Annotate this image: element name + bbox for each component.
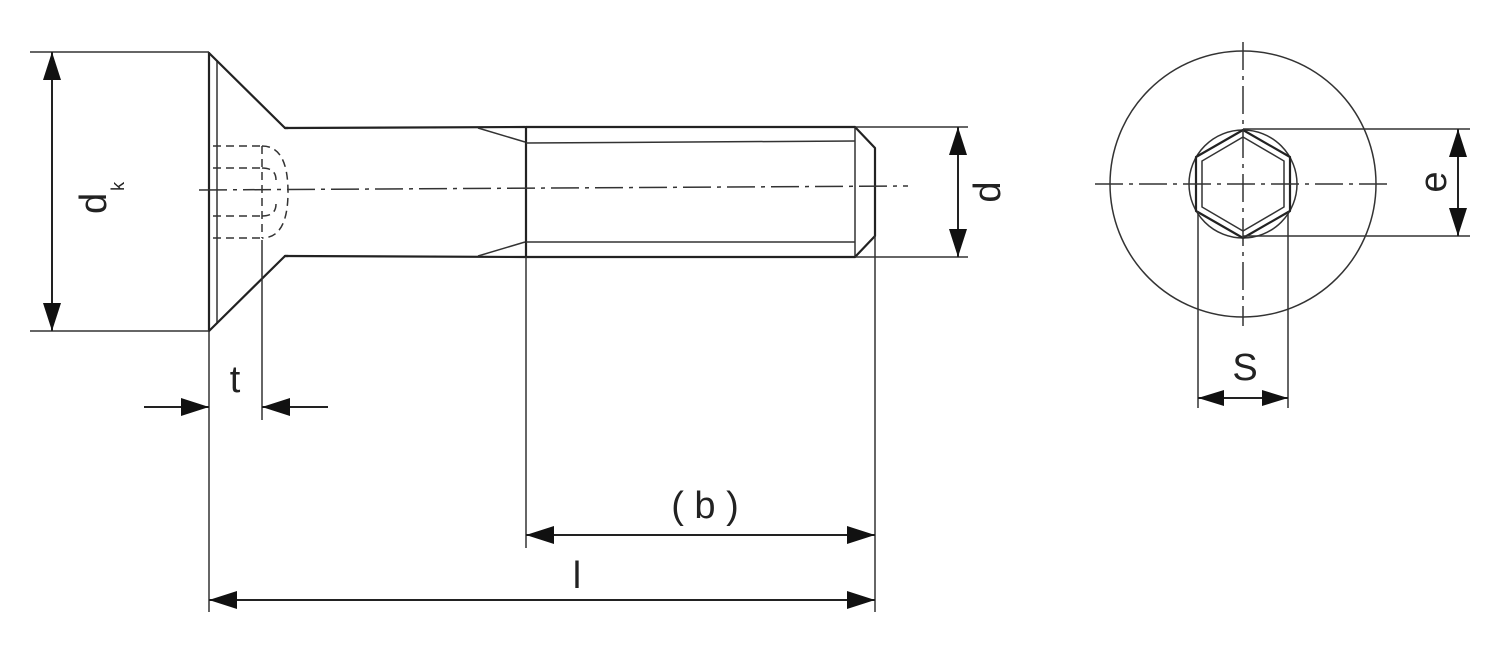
b-label: ( b )	[671, 485, 739, 527]
screw-side-view	[198, 51, 909, 333]
head-cone-bottom	[207, 254, 290, 333]
arrowhead	[1449, 208, 1467, 236]
socket-hidden-arc-2	[261, 203, 277, 217]
screw-tip	[853, 125, 877, 259]
arrowhead	[1262, 390, 1288, 406]
t-label: t	[230, 359, 241, 401]
dimension-e: e	[1243, 128, 1470, 237]
arrowhead	[181, 398, 209, 416]
thread-minor-top	[525, 140, 856, 144]
e-label: e	[1413, 171, 1455, 192]
thread-runout-top	[477, 127, 526, 143]
arrowhead	[949, 229, 967, 257]
arrowhead	[209, 591, 237, 609]
dimension-l: l	[208, 420, 875, 612]
dk-label: dk	[73, 181, 128, 214]
socket-hidden-arc-1	[261, 167, 277, 181]
dimension-b: ( b )	[525, 236, 876, 612]
dimension-d: d	[855, 126, 1009, 258]
socket-hidden-cone	[261, 145, 289, 239]
l-label: l	[573, 555, 581, 597]
dimension-dk: dk	[30, 51, 209, 332]
dimension-t: t	[144, 240, 328, 420]
dimension-s: S	[1197, 211, 1289, 408]
arrowhead	[526, 526, 554, 544]
s-label: S	[1232, 347, 1257, 389]
arrowhead	[847, 526, 875, 544]
shank-bottom-edge	[283, 254, 527, 259]
shank-top-edge	[283, 125, 527, 130]
arrowhead	[262, 398, 290, 416]
head-cone-top	[207, 51, 290, 130]
screw-end-view	[1095, 42, 1392, 326]
thread-runout-bottom	[477, 241, 526, 257]
d-label: d	[967, 181, 1009, 202]
side-view-centerline	[198, 185, 909, 191]
arrowhead	[1449, 129, 1467, 157]
arrowhead	[1198, 390, 1224, 406]
arrowhead	[43, 303, 61, 331]
arrowhead	[949, 127, 967, 155]
arrowhead	[43, 52, 61, 80]
arrowhead	[847, 591, 875, 609]
